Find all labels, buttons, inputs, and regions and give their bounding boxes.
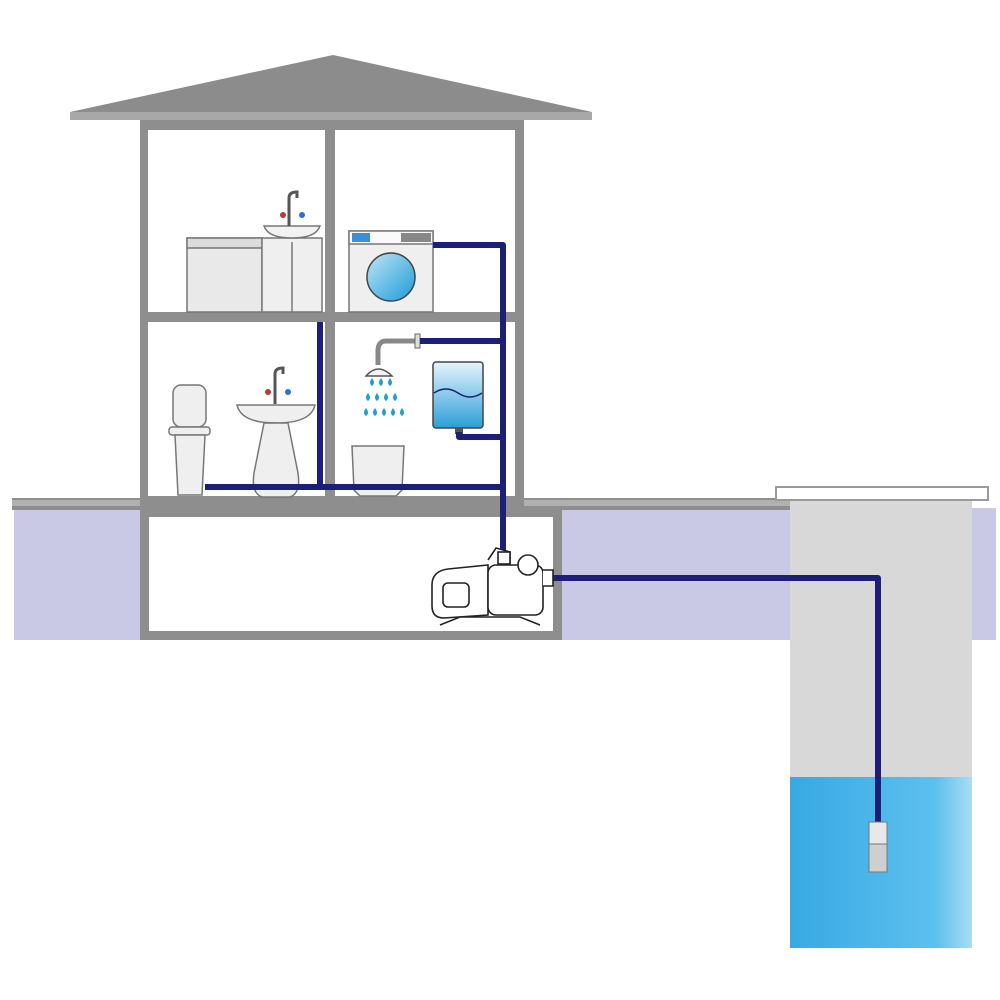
shower-head [364, 333, 421, 377]
water-pipes [205, 242, 881, 822]
water-drop [366, 393, 370, 401]
bathroom-cabinet [186, 190, 323, 313]
water-drop [379, 378, 383, 386]
water-drop [373, 408, 377, 416]
submersible-filter [868, 821, 888, 873]
water-drops [364, 378, 404, 416]
heater-pipe [456, 432, 503, 440]
water-drop [393, 393, 397, 401]
water-drop [391, 408, 395, 416]
washing-machine [348, 230, 434, 313]
water-drop [388, 378, 392, 386]
water-drop [375, 393, 379, 401]
water-drop [382, 408, 386, 416]
main-riser-pipe [433, 242, 506, 560]
washbasin [236, 366, 316, 498]
water-drop [364, 408, 368, 416]
water-heater [432, 361, 484, 434]
water-drop [370, 378, 374, 386]
suction-pipe [545, 575, 881, 822]
toilet [168, 384, 211, 496]
water-drop [384, 393, 388, 401]
water-drop [400, 408, 404, 416]
well-cap [775, 486, 989, 501]
roof [70, 55, 592, 112]
surface-pump [431, 547, 554, 626]
